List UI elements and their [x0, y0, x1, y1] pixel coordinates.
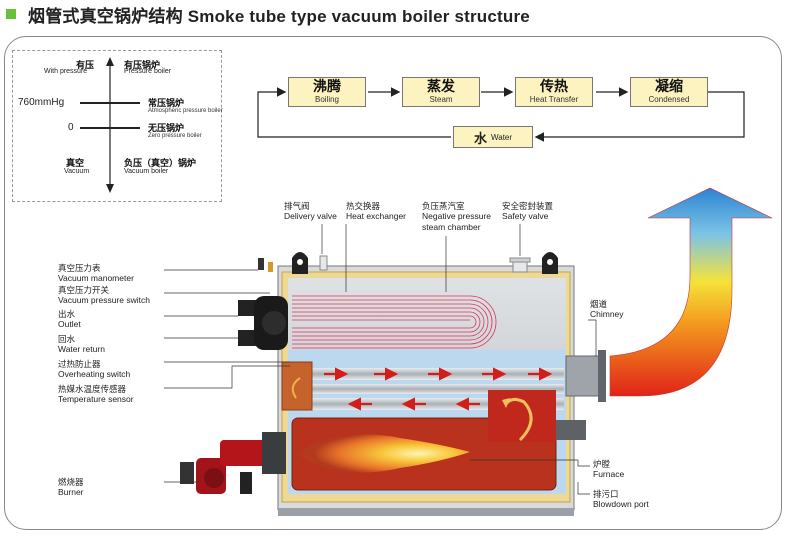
- temp-sensor-en: Temperature sensor: [58, 394, 134, 404]
- temp-sensor-zh: 热媒水温度传感器: [58, 384, 127, 394]
- stage-condensed-zh: 凝缩: [655, 78, 683, 94]
- zero-boiler-zh: 无压锅炉: [148, 123, 185, 133]
- outlet-zh: 出水: [58, 309, 76, 319]
- blowdown-zh: 排污口: [593, 489, 619, 499]
- stage-boiling-en: Boiling: [314, 95, 339, 104]
- stage-steam-en: Steam: [429, 95, 453, 104]
- stage-boiling: 沸腾 Boiling: [288, 77, 366, 107]
- pressure-boiler-en: Pressure boiler: [124, 68, 172, 75]
- chimney-outlet: [565, 350, 606, 402]
- manometer-en: Vacuum manometer: [58, 273, 134, 283]
- burner-en: Burner: [58, 487, 84, 497]
- manometer-zh: 真空压力表: [58, 263, 101, 273]
- neg-chamber-en2: steam chamber: [422, 222, 481, 232]
- furnace: [291, 390, 586, 491]
- overheat-switch-en: Overheating switch: [58, 369, 131, 379]
- diagram-frame: [4, 36, 782, 530]
- with-pressure-en: With pressure: [44, 68, 88, 75]
- heat-exchanger-en: Heat exchanger: [346, 211, 407, 221]
- heat-exchanger-zh: 热交换器: [346, 201, 381, 211]
- stage-water: 水 Water: [453, 126, 533, 148]
- zero-boiler-en: Zero pressure boiler: [148, 133, 202, 139]
- vacuum-boiler-en: Vacuum boiler: [124, 168, 169, 175]
- chimney-flow-arrow: [609, 187, 773, 397]
- stage-water-zh: 水: [473, 130, 487, 146]
- atmos-boiler-zh: 常压锅炉: [148, 98, 185, 108]
- pressure-switch-en: Vacuum pressure switch: [58, 295, 150, 305]
- furnace-en: Furnace: [593, 469, 625, 479]
- delivery-valve-zh: 排气阀: [284, 201, 310, 211]
- water-return-zh: 回水: [58, 334, 76, 344]
- atmos-boiler-en: Atmospheric pressure boiler: [148, 108, 223, 114]
- neg-chamber-en1: Negative pressure: [422, 211, 491, 221]
- overheat-switch-zh: 过热防止器: [58, 359, 101, 369]
- stage-heat-en: Heat Transfer: [529, 95, 579, 104]
- stage-condensed-en: Condensed: [648, 95, 690, 104]
- page-title: 烟管式真空锅炉结构 Smoke tube type vacuum boiler …: [28, 6, 530, 26]
- zero-label: 0: [68, 122, 74, 133]
- title-bar: 烟管式真空锅炉结构 Smoke tube type vacuum boiler …: [6, 2, 530, 26]
- stage-water-en: Water: [490, 132, 513, 142]
- stage-condensed: 凝缩 Condensed: [630, 77, 708, 107]
- outlet-en: Outlet: [58, 319, 81, 329]
- water-return-en: Water return: [58, 344, 105, 354]
- flame: [296, 434, 470, 473]
- furnace-zh: 炉膛: [593, 459, 611, 469]
- pressure-scale-box: [12, 50, 222, 202]
- base-skid: [278, 508, 574, 516]
- burner-zh: 燃烧器: [58, 477, 84, 487]
- safety-valve-en: Safety valve: [502, 211, 549, 221]
- blowdown-en: Blowdown port: [593, 499, 649, 509]
- stage-boiling-zh: 沸腾: [313, 78, 341, 94]
- chimney-en: Chimney: [590, 309, 624, 319]
- pressure-axis: [80, 57, 140, 193]
- stage-steam: 蒸发 Steam: [402, 77, 480, 107]
- heat-exchanger-coil: [292, 295, 497, 349]
- delivery-valve-en: Delivery valve: [284, 211, 337, 221]
- cycle-arrows: [257, 87, 745, 142]
- vacuum-boiler-zh: 负压（真空）锅炉: [124, 158, 197, 168]
- front-chamber: [281, 361, 313, 411]
- mmhg-label: 760mmHg: [18, 97, 65, 108]
- with-pressure-zh: 有压: [76, 60, 95, 70]
- water-header: [238, 296, 288, 350]
- pressure-switch-zh: 真空压力开关: [58, 285, 110, 295]
- stage-steam-zh: 蒸发: [427, 78, 455, 94]
- stage-heat-zh: 传热: [540, 78, 568, 94]
- vacuum-en: Vacuum: [64, 168, 90, 175]
- burner: [180, 432, 286, 494]
- pressure-boiler-zh: 有压锅炉: [124, 60, 161, 70]
- vacuum-zh: 真空: [66, 158, 85, 168]
- chimney-zh: 烟道: [590, 299, 608, 309]
- safety-valve-zh: 安全密封装置: [502, 201, 554, 211]
- leader-lines: [164, 224, 597, 495]
- title-bullet-icon: [6, 9, 16, 19]
- stage-heat-transfer: 传热 Heat Transfer: [515, 77, 593, 107]
- neg-chamber-zh: 负压蒸汽室: [422, 201, 465, 211]
